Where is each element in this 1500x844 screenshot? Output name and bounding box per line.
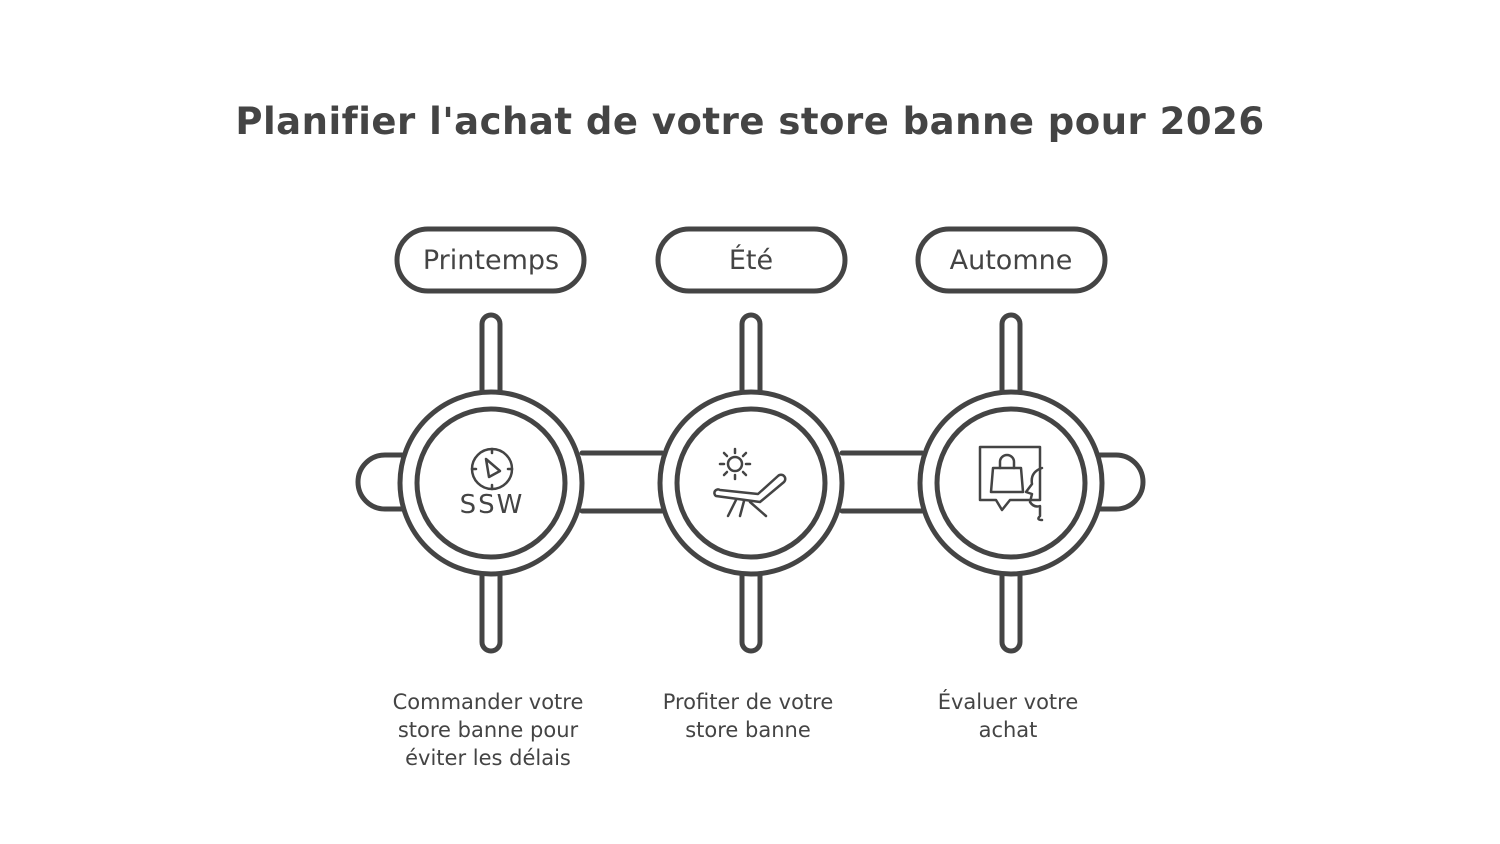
stem-top-1 <box>479 312 503 393</box>
diagram-title: Planifier l'achat de votre store banne p… <box>235 100 1265 143</box>
season-pill-automne <box>915 226 1108 294</box>
season-pill-ete <box>655 226 848 294</box>
stem-top-3 <box>999 312 1023 393</box>
season-pill-printemps <box>394 226 587 294</box>
stem-top-2 <box>739 312 763 393</box>
shopping-feedback-icon <box>978 445 1044 522</box>
compass-direction-text: SSW <box>459 490 525 520</box>
stage-description-3: Évaluer votre achat <box>937 690 1079 742</box>
stem-bottom-1 <box>479 573 503 654</box>
season-label-printemps: Printemps <box>422 245 560 276</box>
stage-ring-outer-2 <box>657 389 845 577</box>
sun-lounger-icon <box>713 447 787 518</box>
stem-bottom-3 <box>999 573 1023 654</box>
stage-description-2: Profiter de votre store banne <box>662 690 834 742</box>
stage-ring-inner-1 <box>414 406 568 560</box>
stage-ring-inner-3 <box>934 406 1088 560</box>
timeline-left-cap <box>355 452 405 512</box>
season-label-automne: Automne <box>949 245 1073 276</box>
stage-description-1: Commander votre store banne pour éviter … <box>392 690 584 770</box>
timeline-segment-2 <box>839 450 925 514</box>
season-label-ete: Été <box>728 245 774 276</box>
stem-bottom-2 <box>739 573 763 654</box>
stage-ring-outer-1 <box>397 389 585 577</box>
stage-ring-inner-2 <box>674 406 828 560</box>
compass-icon <box>470 447 514 491</box>
timeline-segment-1 <box>579 450 665 514</box>
timeline-right-cap <box>1097 452 1146 512</box>
stage-ring-outer-3 <box>917 389 1105 577</box>
